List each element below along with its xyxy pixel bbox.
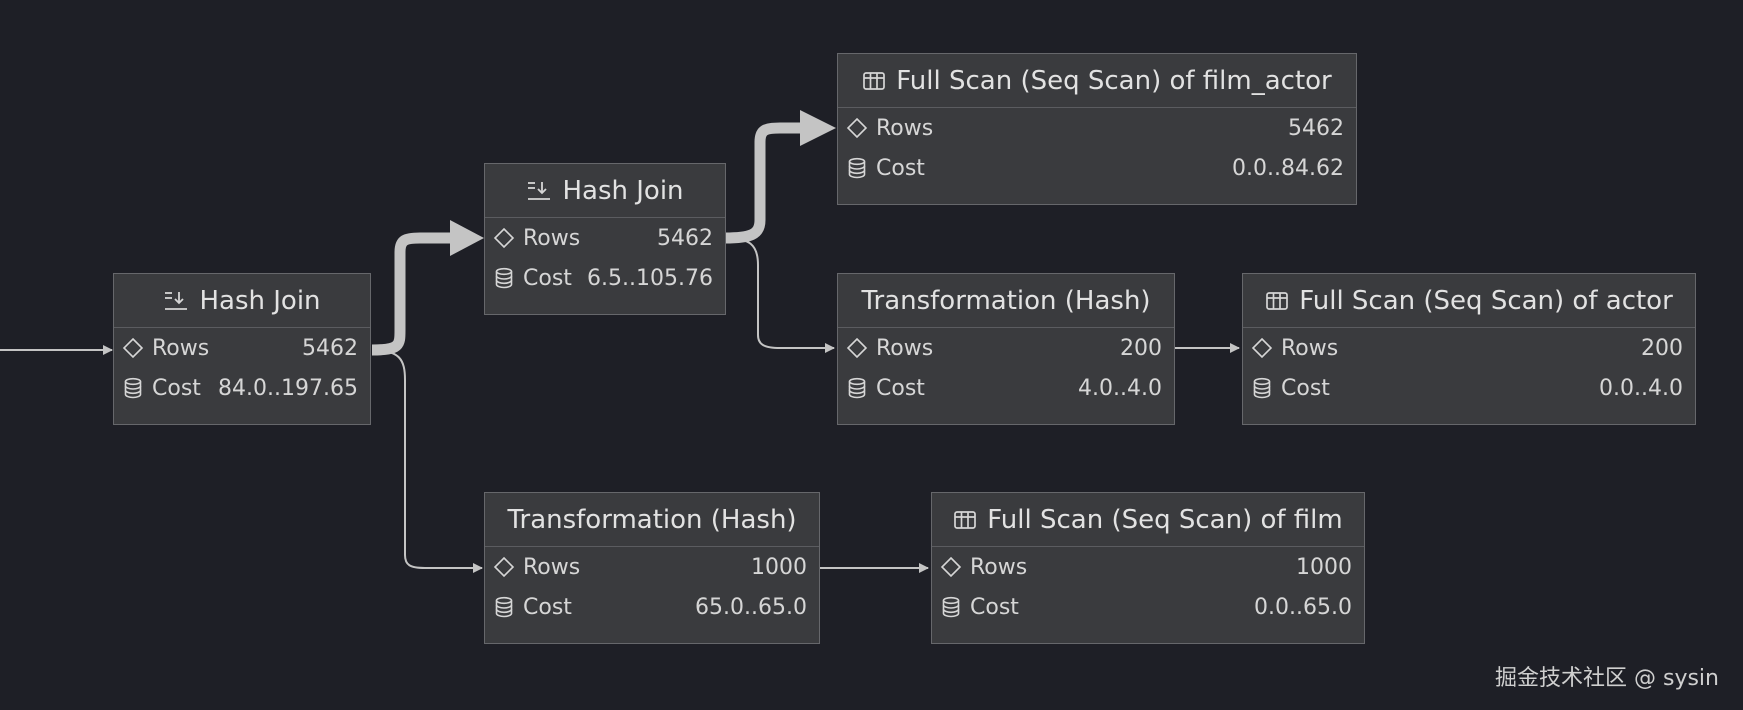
rows-row: Rows 5462 — [838, 108, 1356, 148]
diamond-icon — [846, 337, 868, 359]
rows-value: 200 — [1120, 335, 1162, 361]
rows-row: Rows 200 — [1243, 328, 1695, 368]
edge-hash-join-to-transformation-200 — [724, 237, 835, 353]
rows-value: 5462 — [657, 225, 713, 251]
database-icon — [846, 377, 868, 399]
plan-node-scan-actor[interactable]: Full Scan (Seq Scan) of actor Rows 200 C… — [1242, 273, 1696, 425]
rows-row: Rows 1000 — [485, 547, 819, 587]
database-icon — [493, 267, 515, 289]
cost-row: Cost 4.0..4.0 — [838, 368, 1174, 408]
diamond-icon — [122, 337, 144, 359]
database-icon — [846, 157, 868, 179]
cost-label: Cost — [523, 594, 572, 620]
node-title: Hash Join — [562, 175, 684, 206]
edge-hash-join-to-hash-join — [371, 232, 450, 356]
hash-join-icon — [163, 290, 189, 312]
node-header: Hash Join — [485, 164, 725, 218]
plan-node-hash-join[interactable]: Hash Join Rows 5462 Cost 6.5..105.76 — [484, 163, 726, 315]
node-header: Hash Join — [114, 274, 370, 328]
diamond-icon — [1251, 337, 1273, 359]
diamond-icon — [940, 556, 962, 578]
cost-label: Cost — [1281, 375, 1330, 401]
node-title: Full Scan (Seq Scan) of film — [987, 504, 1343, 535]
rows-label: Rows — [970, 554, 1028, 580]
diamond-icon — [493, 227, 515, 249]
cost-row: Cost 65.0..65.0 — [485, 587, 819, 627]
cost-value: 0.0..84.62 — [1232, 155, 1344, 181]
rows-label: Rows — [876, 335, 934, 361]
cost-label: Cost — [970, 594, 1019, 620]
node-header: Full Scan (Seq Scan) of film_actor — [838, 54, 1356, 108]
table-icon — [862, 70, 886, 92]
cost-value: 84.0..197.65 — [218, 375, 358, 401]
watermark: 掘金技术社区 @ sysin — [1495, 666, 1719, 691]
edge-arrowhead — [450, 220, 484, 256]
rows-row: Rows 5462 — [114, 328, 370, 368]
rows-value: 1000 — [751, 554, 807, 580]
cost-row: Cost 84.0..197.65 — [114, 368, 370, 408]
database-icon — [940, 596, 962, 618]
cost-label: Cost — [152, 375, 201, 401]
edge-hash-join-to-transformation-1000 — [371, 349, 483, 573]
database-icon — [122, 377, 144, 399]
cost-row: Cost 6.5..105.76 — [485, 258, 725, 298]
cost-label: Cost — [523, 265, 572, 291]
rows-label: Rows — [1281, 335, 1339, 361]
cost-label: Cost — [876, 375, 925, 401]
cost-row: Cost 0.0..84.62 — [838, 148, 1356, 188]
node-title: Transformation (Hash) — [861, 285, 1151, 316]
plan-node-hash-join-root[interactable]: Hash Join Rows 5462 Cost 84.0..197.65 — [113, 273, 371, 425]
cost-value: 0.0..65.0 — [1254, 594, 1352, 620]
cost-value: 4.0..4.0 — [1078, 375, 1162, 401]
rows-row: Rows 5462 — [485, 218, 725, 258]
node-title: Hash Join — [199, 285, 321, 316]
plan-node-transformation-hash-1000[interactable]: Transformation (Hash) Rows 1000 Cost 65.… — [484, 492, 820, 644]
cost-label: Cost — [876, 155, 925, 181]
rows-value: 5462 — [302, 335, 358, 361]
rows-label: Rows — [523, 554, 581, 580]
node-header: Full Scan (Seq Scan) of actor — [1243, 274, 1695, 328]
rows-value: 1000 — [1296, 554, 1352, 580]
node-header: Transformation (Hash) — [485, 493, 819, 547]
cost-value: 0.0..4.0 — [1599, 375, 1683, 401]
plan-node-transformation-hash-200[interactable]: Transformation (Hash) Rows 200 Cost 4.0.… — [837, 273, 1175, 425]
edge-hash-join-to-scan-film-actor — [724, 122, 800, 244]
edge-arrowhead — [800, 110, 836, 146]
rows-label: Rows — [152, 335, 210, 361]
hash-join-icon — [526, 180, 552, 202]
node-title: Transformation (Hash) — [507, 504, 797, 535]
diamond-icon — [493, 556, 515, 578]
rows-label: Rows — [876, 115, 934, 141]
cost-row: Cost 0.0..4.0 — [1243, 368, 1695, 408]
cost-value: 6.5..105.76 — [587, 265, 713, 291]
table-icon — [1265, 290, 1289, 312]
node-header: Full Scan (Seq Scan) of film — [932, 493, 1364, 547]
rows-label: Rows — [523, 225, 581, 251]
cost-row: Cost 0.0..65.0 — [932, 587, 1364, 627]
plan-node-scan-film[interactable]: Full Scan (Seq Scan) of film Rows 1000 C… — [931, 492, 1365, 644]
database-icon — [493, 596, 515, 618]
node-header: Transformation (Hash) — [838, 274, 1174, 328]
rows-value: 5462 — [1288, 115, 1344, 141]
database-icon — [1251, 377, 1273, 399]
diamond-icon — [846, 117, 868, 139]
cost-value: 65.0..65.0 — [695, 594, 807, 620]
node-title: Full Scan (Seq Scan) of film_actor — [896, 65, 1332, 96]
rows-row: Rows 1000 — [932, 547, 1364, 587]
rows-value: 200 — [1641, 335, 1683, 361]
plan-node-scan-film-actor[interactable]: Full Scan (Seq Scan) of film_actor Rows … — [837, 53, 1357, 205]
node-title: Full Scan (Seq Scan) of actor — [1299, 285, 1673, 316]
rows-row: Rows 200 — [838, 328, 1174, 368]
table-icon — [953, 509, 977, 531]
